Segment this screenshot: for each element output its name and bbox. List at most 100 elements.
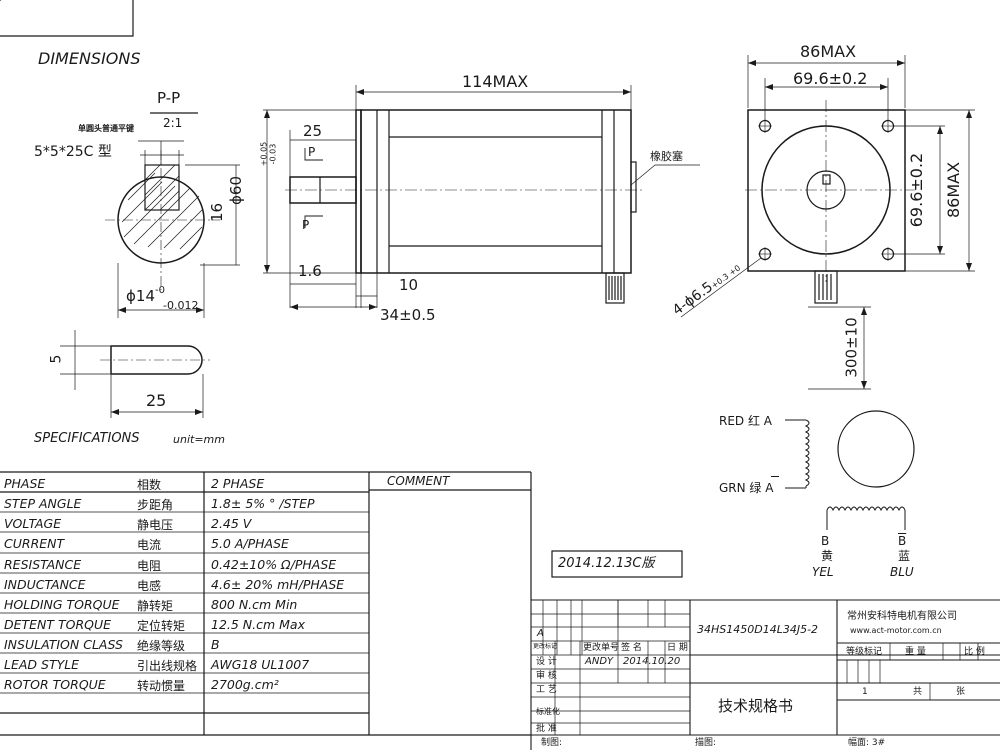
key-size: 5*5*25C 型 [34, 144, 112, 160]
design-label: 设 计 [536, 657, 557, 667]
hole-pitch-vertical-dim: 69.6±0.2 [907, 152, 927, 228]
key-section [144, 164, 180, 211]
total-sheets-label: 共 [913, 687, 923, 697]
coil-a [804, 419, 810, 487]
total-length-dim: 114MAX [462, 72, 529, 91]
coil-b [826, 506, 906, 512]
flange-thickness-dim: 1.6 [298, 262, 322, 280]
wire-yellow-label: YEL [812, 565, 834, 579]
spec-value: 5.0 A/PHASE [211, 536, 289, 551]
lead-length-dim: 300±10 [842, 317, 861, 378]
specs-unit: unit=mm [173, 433, 225, 446]
a-bar-overline [771, 476, 779, 477]
wire-green-label: GRN 绿 A [719, 481, 774, 495]
key-height-dim: 16 [208, 202, 227, 223]
spec-name-cn: 定位转矩 [137, 619, 186, 633]
wire-yellow-cn: 黄 [821, 549, 834, 563]
rev-a: A [537, 628, 544, 639]
wire-b-right: B [898, 534, 907, 548]
flange-tol-lower: -0.03 [268, 143, 278, 165]
sheet-label: 张 [956, 687, 966, 697]
lead-bundle-end [814, 270, 838, 304]
wire-b-left: B [821, 534, 830, 548]
spec-row: HOLDING TORQUE 静转矩 800 N.cm Min [0, 593, 369, 613]
spec-name: HOLDING TORQUE [4, 597, 120, 612]
shaft-total-dim: 34±0.5 [380, 306, 436, 324]
spec-value: AWG18 UL1007 [211, 657, 310, 672]
company-website: www.act-motor.com.cn [850, 626, 942, 635]
company-name: 常州安科特电机有限公司 [847, 611, 957, 622]
section-label: P-P [157, 89, 181, 107]
shaft-length-dim: 25 [303, 122, 323, 140]
spec-value: 800 N.cm Min [211, 597, 298, 612]
model-number: 34HS1450D14L34J5-2 [697, 623, 819, 636]
spec-row: LEAD STYLE 引出线规格 AWG18 UL1007 [0, 653, 369, 673]
wire-blue-label: BLU [890, 565, 914, 579]
paper-format-label: 幅面: 3# [848, 738, 886, 748]
spec-name: INSULATION CLASS [4, 637, 123, 652]
spec-value: B [211, 637, 220, 652]
shaft-tolerance-lower: -0.012 [163, 299, 199, 312]
spec-value: 0.42±10% Ω/PHASE [211, 557, 337, 572]
rubber-plug-label: 橡胶塞 [650, 150, 683, 163]
spec-row: DETENT TORQUE 定位转矩 12.5 N.cm Max [0, 613, 369, 633]
spec-name-cn: 相数 [137, 478, 162, 492]
date-label: 日 期 [667, 643, 688, 653]
boss-dim: 10 [399, 276, 419, 294]
section-mark-bottom: P [302, 218, 310, 232]
wire-blue-cn: 蓝 [898, 549, 911, 563]
rotor-circle [837, 410, 915, 488]
drawing-title: DIMENSIONS [38, 49, 141, 68]
corner-box [0, 0, 134, 37]
key-view-height: 5 [48, 354, 65, 364]
section-mark-top: P [308, 145, 316, 159]
flange-diameter-dim: ϕ60 [226, 176, 245, 205]
traced-by-label: 描图: [695, 738, 717, 748]
grade-mark-label: 等级标记 [846, 647, 883, 657]
signature-label: 签 名 [621, 643, 642, 653]
spec-value: 4.6± 20% mH/PHASE [211, 577, 345, 592]
spec-name: STEP ANGLE [4, 496, 82, 511]
spec-name-cn: 静转矩 [137, 599, 174, 613]
flange-tol-upper: +0.05 [259, 141, 269, 167]
specs-title: SPECIFICATIONS [34, 431, 140, 446]
ratio-label: 比 例 [964, 647, 985, 657]
spec-name: LEAD STYLE [4, 657, 80, 672]
key-outline [110, 345, 203, 375]
shaft-diameter: ϕ14-0 [126, 285, 165, 305]
spec-name-cn: 电感 [137, 579, 162, 593]
spec-name: DETENT TORQUE [4, 617, 112, 632]
width-max-dim: 86MAX [800, 42, 857, 61]
spec-name-cn: 引出线规格 [137, 659, 198, 673]
spec-name-cn: 电流 [137, 538, 162, 552]
key-view-length: 25 [146, 391, 167, 410]
section-scale: 2:1 [163, 116, 183, 130]
height-max-dim: 86MAX [944, 161, 964, 219]
spec-name-cn: 静电压 [137, 518, 174, 532]
design-date: 2014.10.20 [623, 656, 681, 667]
designer-name: ANDY [585, 656, 614, 667]
spec-name-cn: 电阻 [137, 559, 162, 573]
spec-name: PHASE [4, 476, 46, 491]
version-box [551, 550, 683, 578]
spec-value: 12.5 N.cm Max [211, 617, 305, 632]
hole-pitch-dim: 69.6±0.2 [793, 69, 868, 88]
sheet-count: 1 [862, 687, 868, 697]
spec-name-cn: 步距角 [137, 498, 174, 512]
key-note: 单圆头普通平键 [78, 124, 134, 133]
spec-value: 2 PHASE [211, 476, 265, 491]
approve-label: 批 准 [536, 724, 557, 734]
lead-bundle [605, 272, 625, 304]
spec-name: VOLTAGE [4, 516, 62, 531]
change-no-label: 更改单号 [583, 643, 620, 653]
comment-header: COMMENT [387, 474, 450, 488]
spec-value: 2700g.cm² [211, 677, 279, 692]
review-label: 审 核 [536, 671, 557, 681]
